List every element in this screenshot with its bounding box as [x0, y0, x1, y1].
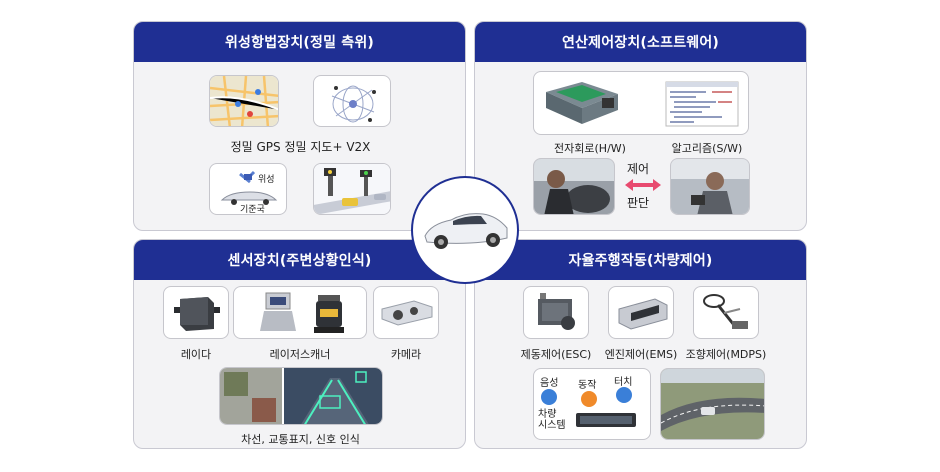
- panel-autonomous-actuation: 자율주행작동(차량제어) 제동제어(ESC) 엔진제어(EMS) 조향제어(MD…: [474, 239, 807, 449]
- engine-label: 엔진제어(EMS): [604, 348, 678, 361]
- circuit-board-icon: [546, 81, 739, 127]
- base-station-label: 기준국: [240, 205, 265, 215]
- road-photo: [660, 368, 765, 440]
- panel-title: 센서장치(주변상황인식): [134, 240, 465, 280]
- traffic-light-icon: [313, 163, 391, 215]
- satellite-orbit-icon: [313, 75, 391, 127]
- bidirectional-arrow-icon: [625, 179, 661, 191]
- voice-icon: [541, 389, 557, 405]
- motion-icon: [581, 391, 597, 407]
- lidar-icon: [233, 286, 367, 339]
- steering-label: 조향제어(MDPS): [685, 348, 767, 361]
- map-icon: [209, 75, 279, 127]
- panel-satellite-navigation: 위성항법장치(정밀 측위) 정밀 GPS 정밀 지도+ V2X: [133, 21, 466, 231]
- judge-label: 판단: [627, 196, 650, 210]
- satellite-label: 위성: [258, 175, 275, 185]
- steering-icon: [693, 286, 759, 339]
- motion-label: 동작: [578, 380, 597, 391]
- touch-label: 터치: [614, 377, 633, 388]
- code-screen-icon: [665, 81, 739, 127]
- panel-title: 위성항법장치(정밀 측위): [134, 22, 465, 62]
- autonomous-car-center: [411, 176, 519, 284]
- voice-label: 음성: [540, 378, 559, 389]
- panel-computing-control: 연산제어장치(소프트웨어) 전자회로(H/W) 알고리즘(S/W): [474, 21, 807, 231]
- panel-sensors: 센서장치(주변상황인식) 레이다 레이저스캐너 카메라: [133, 239, 466, 449]
- camera-icon: [373, 286, 439, 339]
- hw-label: 전자회로(H/W): [554, 142, 626, 155]
- ecu-icon: [608, 286, 674, 339]
- hmi-icon: 음성 동작 터치 차량 시스템: [533, 368, 651, 440]
- hw-sw-box: [533, 71, 749, 135]
- brake-label: 제동제어(ESC): [520, 348, 592, 361]
- radar-icon: [163, 286, 229, 339]
- control-label: 제어: [627, 162, 650, 176]
- lidar-label: 레이저스캐너: [269, 348, 331, 361]
- sedan-icon: [424, 213, 508, 249]
- driver-photo: [533, 158, 615, 215]
- vehicle-system-label: 차량 시스템: [538, 409, 566, 431]
- recognition-label: 차선, 교통표지, 신호 인식: [241, 433, 360, 446]
- panel-title: 연산제어장치(소프트웨어): [475, 22, 806, 62]
- car-satellite-icon: 위성 기준국: [209, 163, 287, 215]
- camera-label: 카메라: [390, 348, 422, 361]
- touch-icon: [616, 387, 632, 403]
- gps-map-v2x-caption: 정밀 GPS 정밀 지도+ V2X: [230, 140, 371, 154]
- road-recognition-icon: [219, 367, 383, 425]
- radar-label: 레이다: [180, 348, 212, 361]
- brake-unit-icon: [523, 286, 589, 339]
- panel-title: 자율주행작동(차량제어): [475, 240, 806, 280]
- driver-photo: [670, 158, 750, 215]
- sw-label: 알고리즘(S/W): [671, 142, 743, 155]
